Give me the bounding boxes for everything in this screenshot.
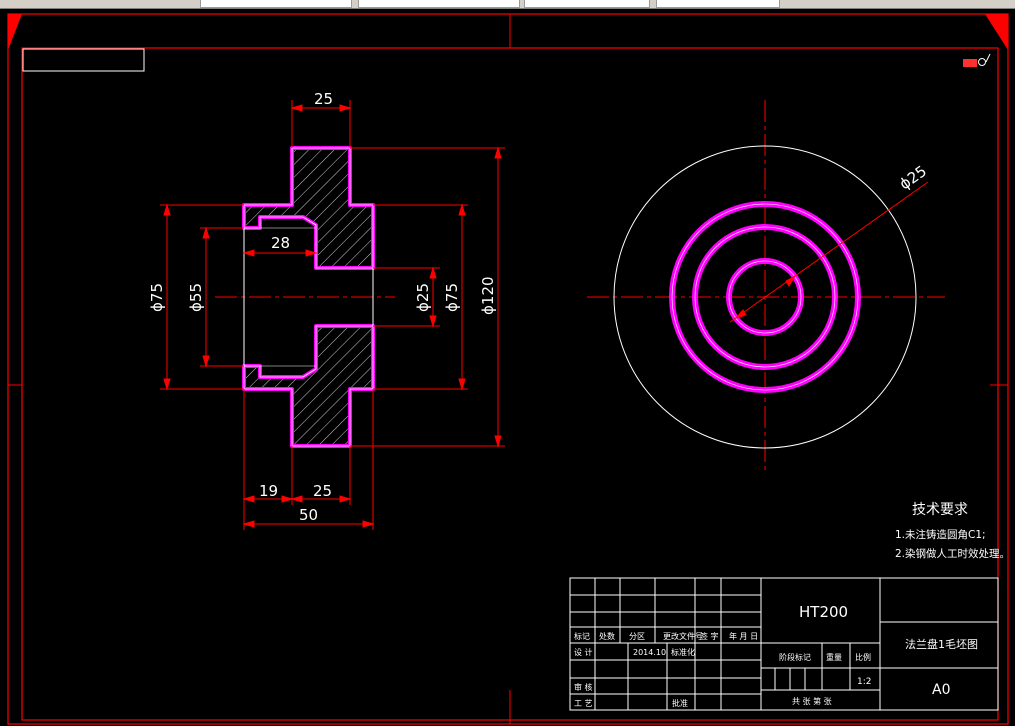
material-label: HT200 xyxy=(799,603,848,621)
drawing-number-box xyxy=(22,48,145,72)
dim-dia-25-section: ϕ25 xyxy=(414,283,432,312)
tb-date: 2014.10 xyxy=(633,648,666,657)
tb-stage-mark: 阶段标记 xyxy=(779,652,811,662)
dim-dia-25-front: ϕ25 xyxy=(896,162,930,193)
dim-bottom-19: 19 xyxy=(259,482,278,500)
tb-change-doc: 更改文件号 xyxy=(663,631,703,641)
toolbar-tab[interactable] xyxy=(200,0,352,8)
tb-standard: 标准化 xyxy=(671,647,695,657)
tb-date-label: 年 月 日 xyxy=(729,631,758,641)
toolbar-tab[interactable] xyxy=(656,0,780,8)
tb-approve: 批准 xyxy=(672,698,688,708)
dim-dia-75-right: ϕ75 xyxy=(443,283,461,312)
application-toolbar-strip xyxy=(0,0,1015,9)
dim-top-width: 25 xyxy=(314,90,333,108)
tb-weight: 重量 xyxy=(826,652,842,662)
lower-section-hatch xyxy=(242,324,375,448)
dim-bottom-50: 50 xyxy=(299,506,318,524)
title-block xyxy=(569,577,999,711)
sheet-border xyxy=(7,13,1009,725)
dim-bore-depth: 28 xyxy=(271,234,290,252)
tech-req-item-2: 2.染钢做人工时效处理。 xyxy=(895,547,1010,560)
scale-value: 1:2 xyxy=(857,677,871,687)
tb-sheets: 共 张 第 张 xyxy=(792,696,832,706)
tb-signature: 签 字 xyxy=(700,631,719,641)
tech-req-item-1: 1.未注铸造圆角C1; xyxy=(895,528,986,541)
tb-scale-label: 比例 xyxy=(855,652,871,662)
tb-design: 设 计 xyxy=(574,647,593,657)
sheet-size: A0 xyxy=(932,682,950,698)
title-block-text: HT200 法兰盘1毛坯图 A0 1:2 标记 处数 分区 更改文件号 签 字 … xyxy=(574,603,978,708)
tech-req-title: 技术要求 xyxy=(912,502,968,518)
section-view: 25 28 ϕ75 ϕ55 xyxy=(148,90,505,530)
dim-dia-55: ϕ55 xyxy=(187,283,205,312)
technical-requirements: 技术要求 1.未注铸造圆角C1; 2.染钢做人工时效处理。 xyxy=(895,502,1010,560)
roughness-symbol xyxy=(963,53,991,67)
upper-section-hatch xyxy=(242,146,375,270)
tb-count: 处数 xyxy=(599,631,615,641)
front-view: ϕ25 xyxy=(587,100,945,472)
drawing-name: 法兰盘1毛坯图 xyxy=(905,637,978,651)
toolbar-tab[interactable] xyxy=(358,0,520,8)
tb-review: 审 核 xyxy=(574,682,593,692)
tb-mark: 标记 xyxy=(574,631,590,641)
toolbar-tab[interactable] xyxy=(524,0,650,8)
tb-zone: 分区 xyxy=(629,632,645,641)
tb-process: 工 艺 xyxy=(574,699,593,708)
dim-bottom-25: 25 xyxy=(313,482,332,500)
dim-dia-120: ϕ120 xyxy=(479,276,497,315)
dim-dia-75-left: ϕ75 xyxy=(148,283,166,312)
